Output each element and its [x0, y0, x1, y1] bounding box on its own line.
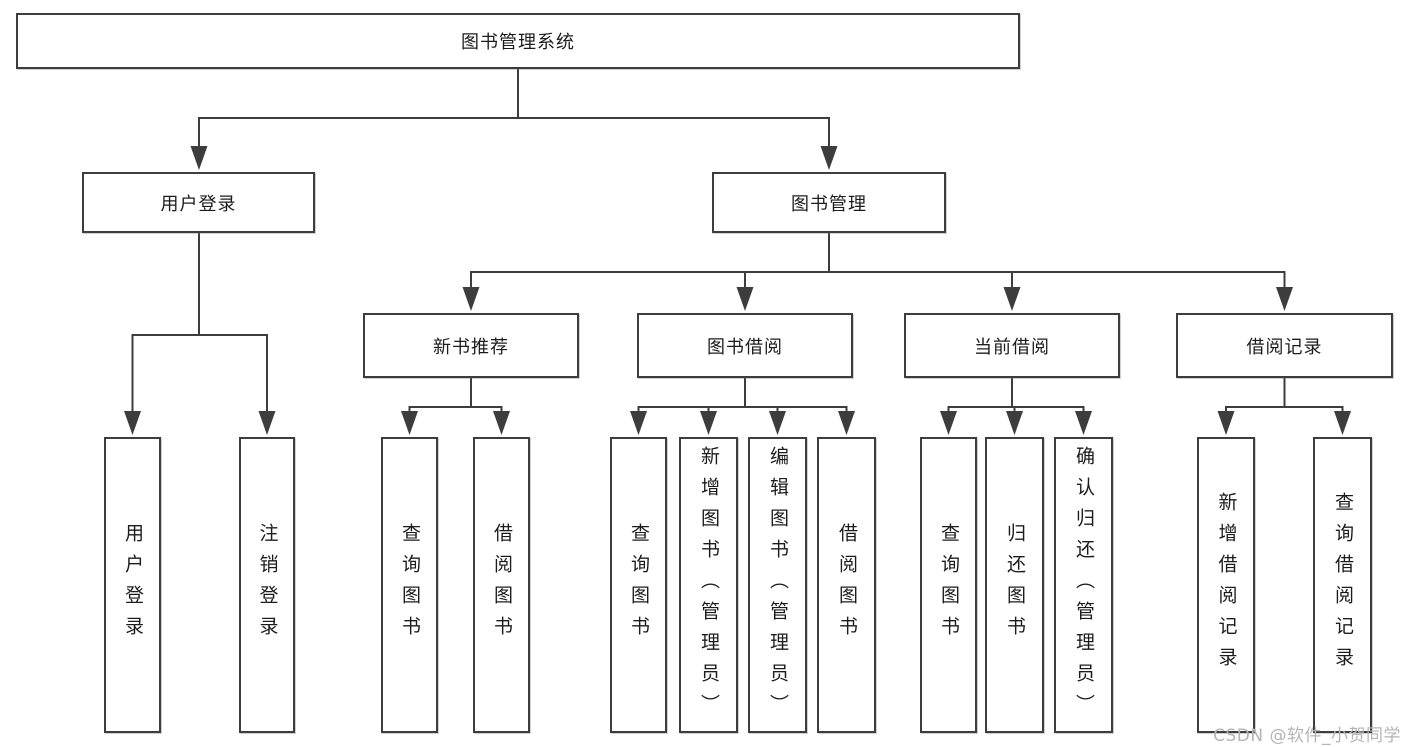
leaf-recommend-query-books: 查询图书 — [381, 437, 438, 733]
connector-borrowing-records — [1225, 378, 1344, 416]
node-new-book-recommend: 新书推荐 — [363, 313, 579, 378]
leaf-recommend-query-books-label: 查询图书 — [399, 523, 421, 647]
leaf-recommend-borrow-books: 借阅图书 — [473, 437, 530, 733]
connector-root — [198, 69, 830, 150]
node-borrowing-records: 借阅记录 — [1176, 313, 1393, 378]
leaf-borrowing-borrow-books-label: 借阅图书 — [836, 523, 858, 647]
leaf-current-confirm-return-admin-label: 确认归还（管理员） — [1073, 445, 1095, 725]
leaf-current-query-books-label: 查询图书 — [938, 523, 960, 647]
node-current-borrowing: 当前借阅 — [904, 313, 1120, 378]
connector-current-borrowing — [947, 378, 1085, 416]
leaf-user-login: 用户登录 — [104, 437, 161, 733]
leaf-current-confirm-return-admin: 确认归还（管理员） — [1054, 437, 1113, 733]
connector-user-login — [131, 233, 268, 416]
watermark: CSDN @软件_小贺同学 — [1213, 726, 1401, 746]
leaf-borrowing-edit-books-admin-label: 编辑图书（管理员） — [767, 445, 789, 725]
leaf-borrowing-add-books-admin: 新增图书（管理员） — [679, 437, 738, 733]
node-library-system: 图书管理系统 — [16, 13, 1020, 69]
leaf-borrowing-borrow-books: 借阅图书 — [817, 437, 876, 733]
connector-new-book-recommend — [408, 378, 503, 416]
leaf-current-return-books: 归还图书 — [985, 437, 1044, 733]
leaf-borrowing-add-books-admin-label: 新增图书（管理员） — [698, 445, 720, 725]
leaf-recommend-borrow-books-label: 借阅图书 — [491, 523, 513, 647]
node-book-management: 图书管理 — [712, 172, 946, 233]
leaf-user-login-label: 用户登录 — [122, 523, 144, 647]
leaf-borrowing-edit-books-admin: 编辑图书（管理员） — [748, 437, 807, 733]
connector-book-borrowing — [637, 378, 848, 416]
leaf-current-query-books: 查询图书 — [920, 437, 977, 733]
leaf-records-add-record: 新增借阅记录 — [1197, 437, 1255, 733]
leaf-current-return-books-label: 归还图书 — [1004, 523, 1026, 647]
leaf-borrowing-query-books: 查询图书 — [610, 437, 667, 733]
leaf-records-query-record-label: 查询借阅记录 — [1332, 492, 1354, 678]
leaf-logout: 注销登录 — [239, 437, 295, 733]
node-book-borrowing: 图书借阅 — [637, 313, 853, 378]
leaf-logout-label: 注销登录 — [256, 523, 279, 647]
node-user-login: 用户登录 — [82, 172, 315, 233]
arrowheads — [124, 146, 1351, 435]
leaf-borrowing-query-books-label: 查询图书 — [628, 523, 650, 647]
leaf-records-query-record: 查询借阅记录 — [1313, 437, 1372, 733]
connector-book-management — [470, 233, 1286, 292]
leaf-records-add-record-label: 新增借阅记录 — [1215, 492, 1238, 678]
